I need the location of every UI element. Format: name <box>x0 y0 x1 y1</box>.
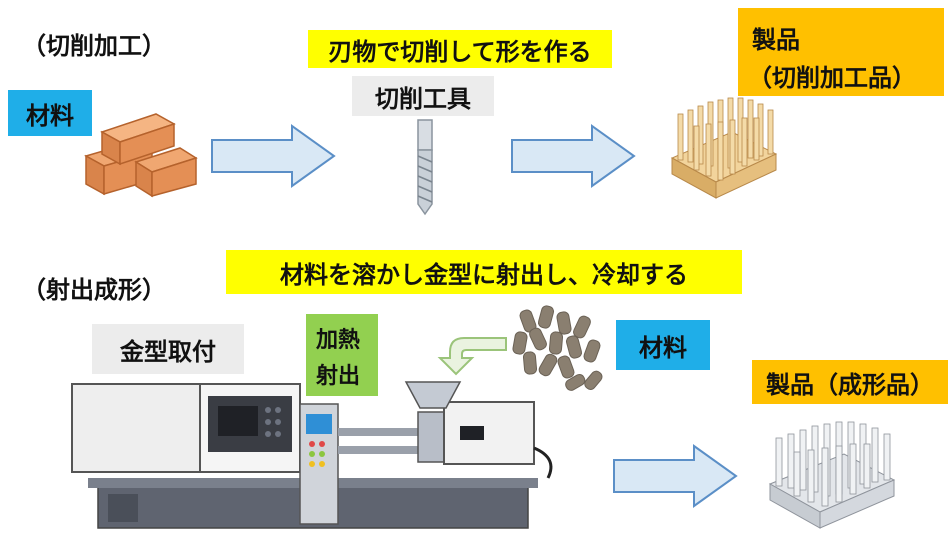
cutting-product-badge: 製品 （切削加工品） <box>738 8 944 96</box>
cutting-product-label-line2: （切削加工品） <box>748 64 916 92</box>
cutting-process-note: 刃物で切削して形を作る <box>308 30 612 68</box>
process-arrow <box>211 124 336 188</box>
cutting-section-title: （切削加工） <box>22 32 166 60</box>
molding-product-badge: 製品（成形品） <box>752 360 948 404</box>
heat-inject-label-line2: 射出 <box>316 364 361 389</box>
heat-inject-label-line1: 加熱 <box>316 328 361 353</box>
molding-material-badge: 材料 <box>616 320 710 370</box>
wood-blocks-icon <box>84 113 198 198</box>
cutting-product-label-line1: 製品 <box>752 26 800 54</box>
process-arrow <box>613 444 738 508</box>
cutting-material-badge: 材料 <box>8 90 92 136</box>
molded-heatsink-icon <box>768 421 896 529</box>
cutting-tool-label: 切削工具 <box>352 76 494 116</box>
cut-heatsink-icon <box>670 97 778 199</box>
injection-molding-machine <box>71 381 553 529</box>
mold-mount-label: 金型取付 <box>92 324 244 374</box>
feed-arrow-icon <box>437 337 507 376</box>
molding-section-title: （射出成形） <box>22 276 166 304</box>
molding-process-note: 材料を溶かし金型に射出し、冷却する <box>226 250 742 294</box>
heat-inject-badge: 加熱 射出 <box>306 314 378 396</box>
process-arrow <box>511 124 636 188</box>
pellets-icon <box>512 305 603 391</box>
drill-bit-icon <box>417 119 433 216</box>
